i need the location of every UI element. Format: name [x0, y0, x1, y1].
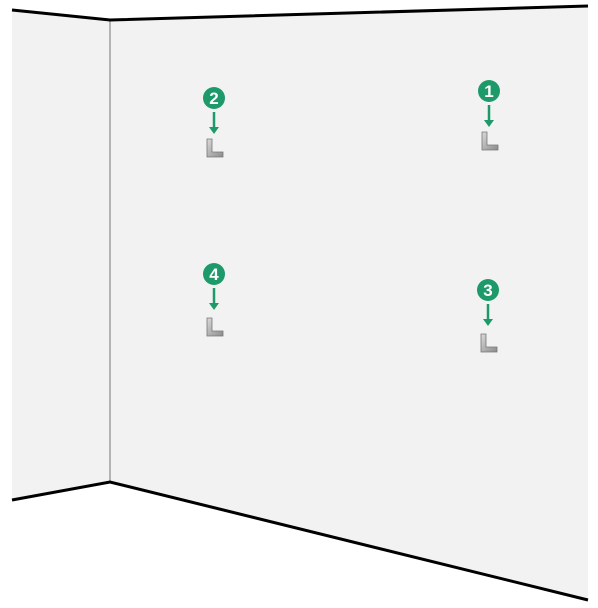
marker-2: 2: [203, 87, 225, 158]
numbered-circle-icon: [203, 87, 225, 109]
marker-label: 4: [209, 265, 219, 284]
marker-label: 2: [209, 89, 218, 108]
numbered-circle-icon: [203, 263, 225, 285]
down-arrow-icon: [484, 105, 494, 127]
side-wall: [12, 10, 110, 500]
l-bracket-icon: [481, 131, 499, 151]
marker-3: 3: [477, 279, 499, 353]
down-arrow-icon: [209, 288, 219, 310]
marker-4: 4: [203, 263, 225, 337]
floor-edge: [11, 480, 589, 602]
l-bracket-icon: [206, 317, 224, 337]
l-bracket-icon: [480, 333, 498, 353]
marker-label: 1: [484, 82, 493, 101]
numbered-circle-icon: [477, 279, 499, 301]
main-wall: [110, 6, 588, 600]
down-arrow-icon: [209, 112, 219, 134]
marker-1: 1: [478, 80, 500, 151]
numbered-circle-icon: [478, 80, 500, 102]
ceiling-edge: [11, 4, 589, 22]
marker-label: 3: [483, 281, 492, 300]
l-bracket-icon: [206, 138, 224, 158]
down-arrow-icon: [483, 304, 493, 326]
